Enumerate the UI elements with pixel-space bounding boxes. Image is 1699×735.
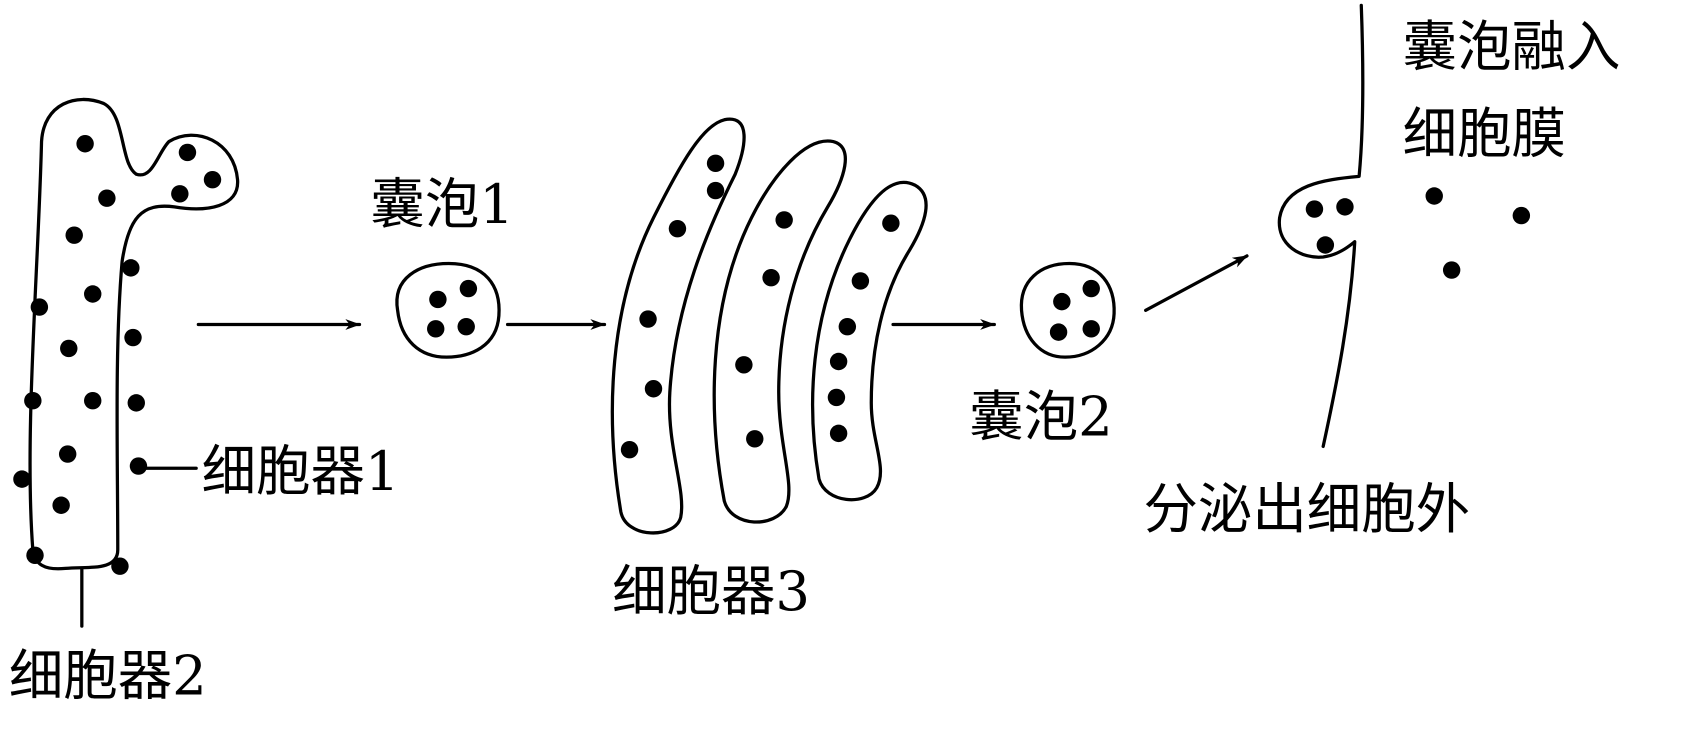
protein-dot bbox=[1049, 323, 1068, 341]
protein-dot bbox=[746, 430, 764, 448]
protein-dot bbox=[84, 392, 102, 410]
label-organelle-1: 细胞器1 bbox=[202, 439, 400, 503]
protein-dot bbox=[65, 226, 83, 244]
protein-dot bbox=[122, 259, 140, 277]
protein-dot bbox=[429, 290, 447, 309]
protein-dot bbox=[203, 170, 222, 189]
protein-dot bbox=[644, 380, 663, 398]
protein-dot bbox=[1082, 279, 1100, 298]
protein-dot bbox=[124, 328, 142, 347]
protein-dot bbox=[178, 143, 197, 162]
protein-dot bbox=[775, 211, 793, 229]
protein-dot bbox=[171, 185, 189, 203]
protein-dot bbox=[851, 272, 870, 290]
protein-dot bbox=[1053, 292, 1071, 311]
protein-dot bbox=[620, 441, 639, 459]
protein-dot bbox=[58, 445, 77, 463]
protein-dot bbox=[1425, 187, 1443, 205]
protein-dot bbox=[639, 310, 657, 328]
organelle-2-er bbox=[13, 97, 240, 628]
label-secreted-out: 分泌出细胞外 bbox=[1144, 477, 1471, 541]
protein-dot bbox=[111, 557, 129, 575]
protein-dot bbox=[13, 470, 31, 488]
label-fusion-line-1: 囊泡融入 bbox=[1403, 14, 1621, 78]
protein-dot bbox=[76, 135, 94, 153]
protein-dot bbox=[60, 339, 78, 358]
protein-dot bbox=[1316, 236, 1335, 254]
protein-dot bbox=[668, 219, 687, 238]
protein-dot bbox=[838, 317, 857, 336]
arrow-vesicle2-to-membrane bbox=[1144, 254, 1249, 312]
protein-dot bbox=[706, 181, 725, 200]
vesicle-1 bbox=[395, 261, 501, 359]
protein-dot bbox=[24, 392, 42, 410]
protein-dot bbox=[829, 352, 848, 371]
protein-dot bbox=[829, 424, 848, 443]
protein-dot bbox=[127, 394, 145, 412]
protein-dot bbox=[1082, 320, 1100, 338]
protein-dot bbox=[98, 189, 116, 207]
protein-dot bbox=[882, 214, 900, 232]
label-organelle-3: 细胞器3 bbox=[612, 559, 810, 623]
protein-dot bbox=[762, 268, 780, 287]
label-fusion-line-2: 细胞膜 bbox=[1403, 101, 1566, 165]
protein-dot bbox=[427, 320, 445, 338]
protein-dot bbox=[706, 154, 725, 173]
cell-membrane bbox=[1277, 3, 1531, 449]
organelle-3-golgi bbox=[610, 117, 928, 535]
protein-dot bbox=[1305, 200, 1324, 218]
protein-dot bbox=[459, 279, 478, 298]
label-vesicle-2: 囊泡2 bbox=[969, 385, 1113, 449]
protein-dot bbox=[1512, 206, 1531, 225]
vesicle-2 bbox=[1019, 261, 1116, 359]
label-organelle-2: 细胞器2 bbox=[9, 644, 207, 708]
protein-dot bbox=[735, 356, 753, 374]
protein-dot bbox=[1442, 261, 1461, 279]
protein-dot bbox=[827, 388, 846, 407]
protein-dot bbox=[26, 546, 44, 565]
protein-dot bbox=[30, 298, 49, 316]
protein-dot bbox=[1336, 198, 1354, 216]
protein-dot bbox=[129, 457, 148, 475]
protein-dot bbox=[457, 317, 475, 336]
protein-dot bbox=[52, 496, 70, 514]
label-vesicle-1: 囊泡1 bbox=[370, 172, 514, 236]
protein-dot bbox=[84, 285, 102, 303]
